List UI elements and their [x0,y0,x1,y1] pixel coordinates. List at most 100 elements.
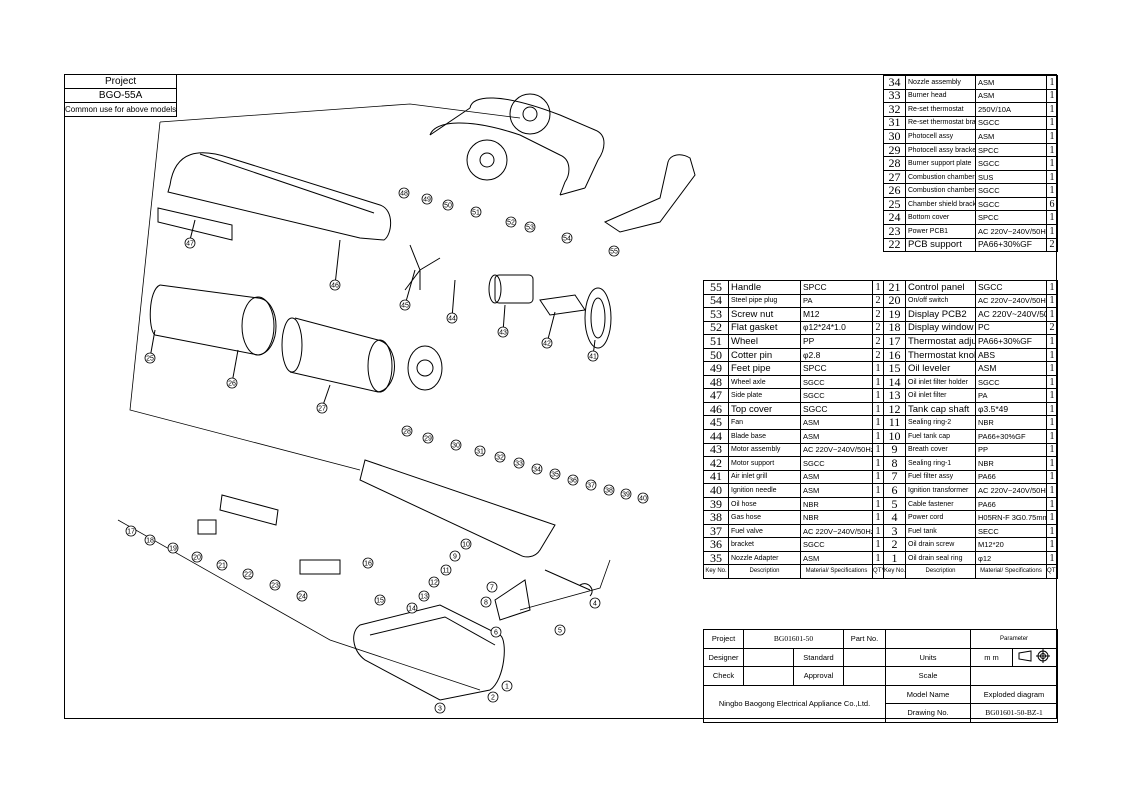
callout-label: 34 [533,467,541,474]
part-description: Feet pipe [728,361,801,376]
part-material: NBR [800,510,873,525]
part-qty: 1 [1046,456,1058,471]
project-note: Common use for above models [63,102,178,117]
project-value-cell: BG01601-50 [742,629,845,649]
callout-label: 9 [453,554,457,561]
part-description: Fuel tank [905,523,976,539]
part-qty: 1 [872,510,884,525]
callout-label: 22 [244,572,252,579]
part-key-no: 1 [883,550,906,566]
part-material: PA66+30%GF [975,429,1047,444]
part-key-no: 26 [883,183,906,198]
part-key-no: 39 [703,496,729,512]
part-qty: 1 [872,456,884,471]
part-description: Fuel tank cap [905,429,976,444]
callout-label: 27 [318,406,326,413]
header-key-no: Key No. [883,564,906,580]
part-material: SPCC [975,142,1047,158]
part-key-no: 48 [703,374,729,390]
callout-label: 25 [146,356,154,363]
part-qty: 1 [872,415,884,430]
part-key-no: 40 [703,483,729,498]
part-qty: 1 [1046,442,1058,458]
header-description: Description [728,564,801,580]
part-description: Cotter pin [728,347,801,363]
part-key-no: 18 [883,320,906,336]
part-qty: 1 [1046,510,1058,525]
part-qty: 1 [1046,401,1058,417]
callout-label: 29 [424,436,432,443]
part-description: Bottom cover [905,210,976,225]
part-qty: 2 [1046,237,1058,253]
part-material: φ2.8 [800,347,873,363]
part-key-no: 50 [703,347,729,363]
part-description: Oil drain screw [905,537,976,552]
part-key-no: 49 [703,361,729,376]
part-qty: 1 [1046,156,1058,171]
part-description: Control panel [905,280,976,295]
callout-label: 2 [491,695,495,702]
part-qty: 2 [872,347,884,363]
callout-label: 11 [442,568,449,575]
part-key-no: 3 [883,523,906,539]
part-material: M12*20 [975,537,1047,552]
exploded-diagram: 1 2 3 4 5 6 7 8 9 10 11 12 13 14 15 16 1… [117,93,696,714]
callout-label: 44 [448,316,456,323]
part-key-no: 29 [883,142,906,158]
part-description: Top cover [728,401,801,417]
model-name-value-cell: Exploded diagram [970,684,1059,704]
part-material: SPCC [800,361,873,376]
part-description: Motor assembly [728,442,801,458]
part-qty: 1 [872,280,884,295]
part-description: Oil inlet filter holder [905,374,976,390]
part-description: Display window [905,320,976,336]
part-qty: 1 [872,496,884,512]
part-qty: 1 [872,361,884,376]
part-material: SECC [975,523,1047,539]
part-qty: 1 [872,537,884,552]
part-material: SGCC [975,280,1047,295]
callout-label: 51 [472,210,480,217]
part-qty: 1 [872,442,884,458]
callout-label: 40 [639,496,647,503]
part-description: Oil inlet filter [905,388,976,403]
callout-label: 8 [484,600,488,607]
part-qty: 1 [1046,483,1058,498]
part-material: PP [800,334,873,349]
part-material: ABS [975,347,1047,363]
part-material: φ12 [975,550,1047,566]
part-material: PA66 [975,496,1047,512]
part-description: Thermostat adjustment knob nut [905,334,976,349]
callout-label: 15 [376,598,384,605]
part-material: SPCC [800,280,873,295]
part-description: Chamber shield bracket [905,196,976,212]
part-description: Photocell assy [905,129,976,144]
callout-label: 7 [490,585,494,592]
callout-label: 4 [593,601,597,608]
part-key-no: 24 [883,210,906,225]
part-material: ASM [800,469,873,485]
approval-label-cell: Approval [792,666,845,686]
part-qty: 1 [1046,169,1058,185]
part-key-no: 7 [883,469,906,485]
part-qty: 1 [872,523,884,539]
part-material: PA [975,388,1047,403]
part-qty: 2 [872,293,884,309]
part-description: Cable fastener [905,496,976,512]
part-qty: 1 [872,483,884,498]
part-key-no: 52 [703,320,729,336]
part-material: PA66+30%GF [975,334,1047,349]
standard-label-cell: Standard [792,647,845,667]
drawing-no-value-cell: BG01601-50-BZ-1 [970,703,1059,723]
part-description: Screw nut [728,307,801,322]
